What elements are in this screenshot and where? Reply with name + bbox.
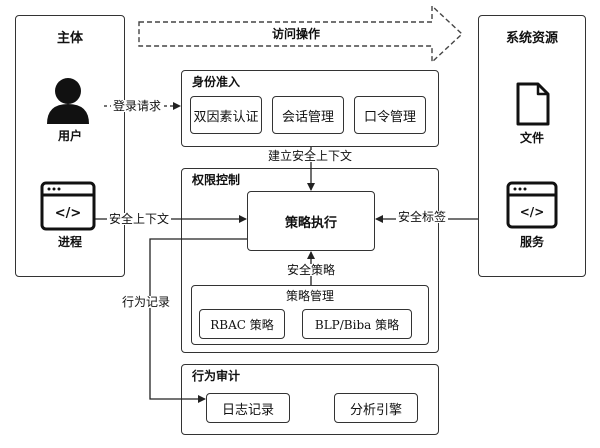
audit-item-log: 日志记录 (206, 393, 290, 423)
policy-management-title: 策略管理 (285, 289, 334, 303)
login-request-label: 登录请求 (111, 99, 164, 113)
user-icon (47, 78, 89, 124)
policy-blp-biba: BLP/Biba 策略 (302, 309, 412, 339)
access-operation-label: 访问操作 (272, 27, 321, 41)
security-context-label: 安全上下文 (107, 212, 172, 226)
access-operation-arrow (138, 4, 464, 64)
permission-title: 权限控制 (192, 173, 241, 187)
process-label: 进程 (57, 235, 82, 249)
audit-item-analysis: 分析引擎 (334, 393, 418, 423)
identity-title: 身份准入 (192, 75, 241, 89)
file-label: 文件 (519, 131, 544, 145)
subject-title: 主体 (56, 31, 83, 46)
build-context-label: 建立安全上下文 (266, 149, 355, 163)
code-window-icon: </> (506, 181, 558, 229)
policy-enforcement-box: 策略执行 (247, 191, 375, 251)
resources-title: 系统资源 (505, 31, 558, 46)
security-policy-label: 安全策略 (285, 263, 338, 277)
svg-text:</>: </> (520, 205, 545, 219)
behavior-record-arrow (149, 238, 247, 403)
audit-title: 行为审计 (192, 369, 241, 383)
code-window-icon: </> (40, 181, 96, 231)
policy-rbac: RBAC 策略 (199, 309, 285, 339)
identity-item-session: 会话管理 (272, 96, 344, 134)
user-label: 用户 (57, 129, 82, 143)
svg-text:</>: </> (55, 206, 82, 221)
service-label: 服务 (519, 235, 544, 249)
file-icon (516, 82, 550, 126)
resources-panel (478, 15, 586, 277)
identity-item-password: 口令管理 (354, 96, 426, 134)
behavior-record-label: 行为记录 (120, 295, 173, 309)
security-label-label: 安全标签 (396, 210, 449, 224)
subject-panel (15, 15, 125, 277)
identity-item-two-factor: 双因素认证 (190, 96, 262, 134)
